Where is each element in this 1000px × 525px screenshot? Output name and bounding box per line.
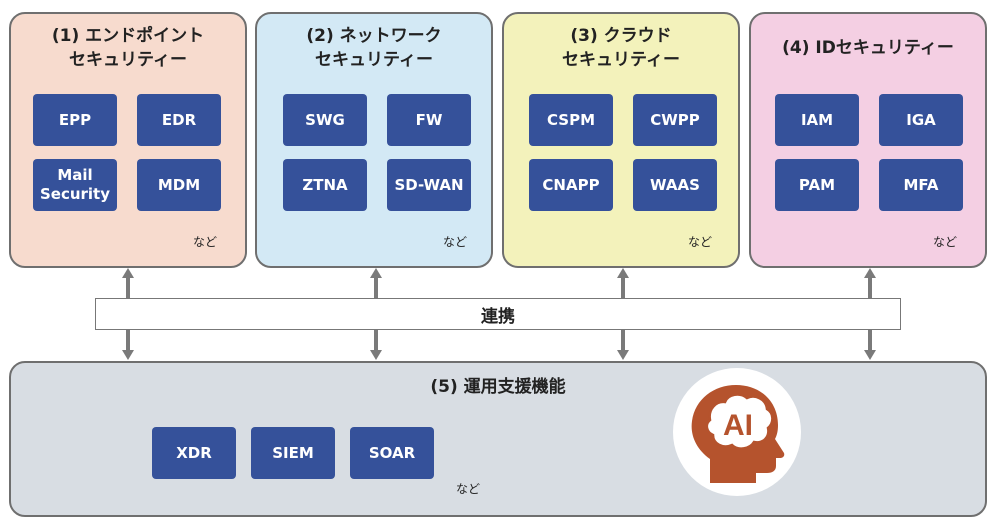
link-bar: 連携 <box>95 298 901 330</box>
chip-mail-security: Mail Security <box>33 159 117 211</box>
network-security-panel: (2) ネットワーク セキュリティー SWG FW ZTNA SD-WAN など <box>255 12 493 268</box>
chip-pam: PAM <box>775 159 859 211</box>
arrow-up-3 <box>617 268 629 278</box>
chip-mdm: MDM <box>137 159 221 211</box>
arrow-down-2 <box>370 350 382 360</box>
connector-line-3-lower <box>621 330 625 352</box>
connector-line-4-upper <box>868 277 872 299</box>
etc-label: など <box>456 482 481 496</box>
chip-fw: FW <box>387 94 471 146</box>
chip-cspm: CSPM <box>529 94 613 146</box>
arrow-up-1 <box>122 268 134 278</box>
chip-cnapp: CNAPP <box>529 159 613 211</box>
etc-label: など <box>443 235 468 249</box>
chip-mfa: MFA <box>879 159 963 211</box>
cloud-security-panel: (3) クラウド セキュリティー CSPM CWPP CNAPP WAAS など <box>502 12 740 268</box>
connector-line-1-lower <box>126 330 130 352</box>
panel-title: (4) IDセキュリティー <box>782 38 954 58</box>
operations-support-panel: (5) 運用支援機能 XDR SIEM SOAR など AI <box>9 361 987 517</box>
chip-swg: SWG <box>283 94 367 146</box>
endpoint-security-panel: (1) エンドポイント セキュリティー EPP EDR Mail Securit… <box>9 12 247 268</box>
connector-line-4-lower <box>868 330 872 352</box>
ai-icon-label: AI <box>723 409 753 442</box>
panel-title: (5) 運用支援機能 <box>430 377 566 397</box>
etc-label: など <box>688 235 713 249</box>
connector-line-1-upper <box>126 277 130 299</box>
etc-label: など <box>193 235 218 249</box>
arrow-down-3 <box>617 350 629 360</box>
chip-soar: SOAR <box>350 427 434 479</box>
arrow-down-4 <box>864 350 876 360</box>
arrow-down-1 <box>122 350 134 360</box>
chip-cwpp: CWPP <box>633 94 717 146</box>
chip-iga: IGA <box>879 94 963 146</box>
chip-siem: SIEM <box>251 427 335 479</box>
arrow-up-2 <box>370 268 382 278</box>
arrow-up-4 <box>864 268 876 278</box>
panel-title: (3) クラウド セキュリティー <box>562 26 680 70</box>
chip-iam: IAM <box>775 94 859 146</box>
id-security-panel: (4) IDセキュリティー IAM IGA PAM MFA など <box>749 12 987 268</box>
panel-title: (1) エンドポイント セキュリティー <box>51 26 205 70</box>
chip-sd-wan: SD-WAN <box>387 159 471 211</box>
chip-epp: EPP <box>33 94 117 146</box>
panel-title: (2) ネットワーク セキュリティー <box>306 26 442 70</box>
connector-line-2-lower <box>374 330 378 352</box>
chip-edr: EDR <box>137 94 221 146</box>
etc-label: など <box>933 235 958 249</box>
chip-xdr: XDR <box>152 427 236 479</box>
connector-line-2-upper <box>374 277 378 299</box>
ai-head-icon: AI <box>673 368 801 496</box>
chip-ztna: ZTNA <box>283 159 367 211</box>
chip-waas: WAAS <box>633 159 717 211</box>
connector-line-3-upper <box>621 277 625 299</box>
